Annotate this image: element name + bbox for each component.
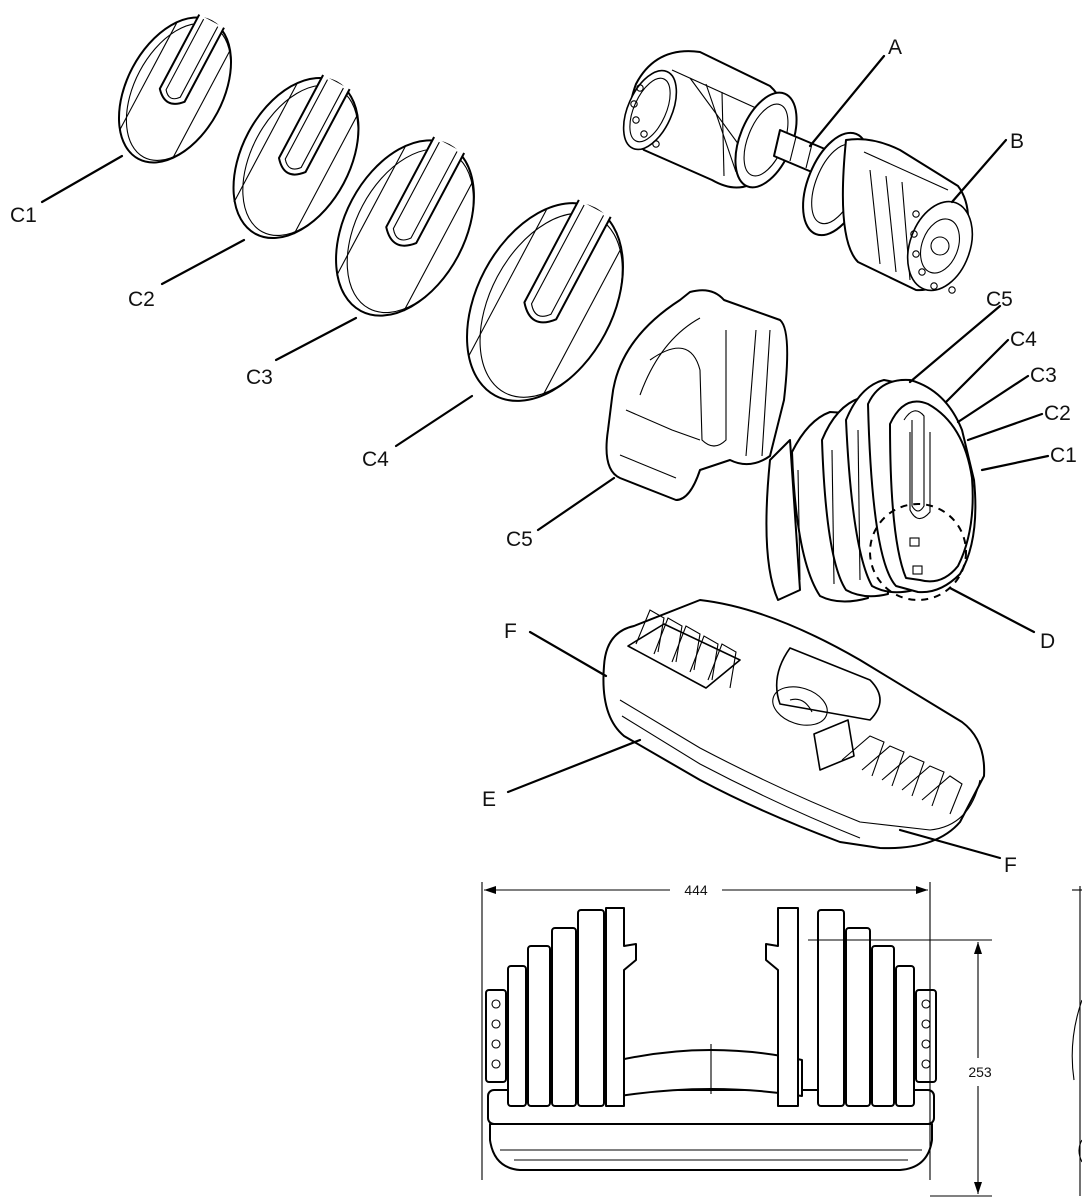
label-f-bottom: F bbox=[1004, 854, 1017, 877]
plate-c2 bbox=[232, 74, 360, 240]
dimension-height bbox=[808, 939, 992, 1197]
front-view bbox=[485, 907, 937, 1171]
label-c5-stack: C5 bbox=[986, 288, 1013, 311]
label-c4-loose: C4 bbox=[362, 448, 389, 471]
dimension-width bbox=[481, 882, 931, 1180]
plate-c1 bbox=[117, 14, 233, 164]
label-f-top: F bbox=[504, 620, 517, 643]
label-e: E bbox=[482, 788, 496, 811]
label-b: B bbox=[1010, 130, 1024, 153]
label-a: A bbox=[888, 36, 902, 59]
dimension-width-label: 444 bbox=[684, 882, 708, 898]
label-d: D bbox=[1040, 630, 1055, 653]
plate-c4 bbox=[466, 199, 624, 402]
label-c1-loose: C1 bbox=[10, 204, 37, 227]
label-c5-loose: C5 bbox=[506, 528, 533, 551]
label-c3-stack: C3 bbox=[1030, 364, 1057, 387]
plate-c3 bbox=[335, 136, 475, 317]
leader-lines bbox=[40, 54, 1050, 860]
label-c2-loose: C2 bbox=[128, 288, 155, 311]
lock-detail-circle bbox=[869, 503, 967, 601]
base-tray bbox=[602, 599, 986, 850]
side-view-partial bbox=[1071, 886, 1082, 1196]
label-c4-stack: C4 bbox=[1010, 328, 1037, 351]
plate-c5 bbox=[605, 289, 789, 501]
plate-stack bbox=[765, 378, 977, 603]
label-c2-stack: C2 bbox=[1044, 402, 1071, 425]
handle-assembly bbox=[622, 50, 974, 294]
label-c3-loose: C3 bbox=[246, 366, 273, 389]
label-c1-stack: C1 bbox=[1050, 444, 1077, 467]
dimension-height-label: 253 bbox=[968, 1064, 992, 1080]
